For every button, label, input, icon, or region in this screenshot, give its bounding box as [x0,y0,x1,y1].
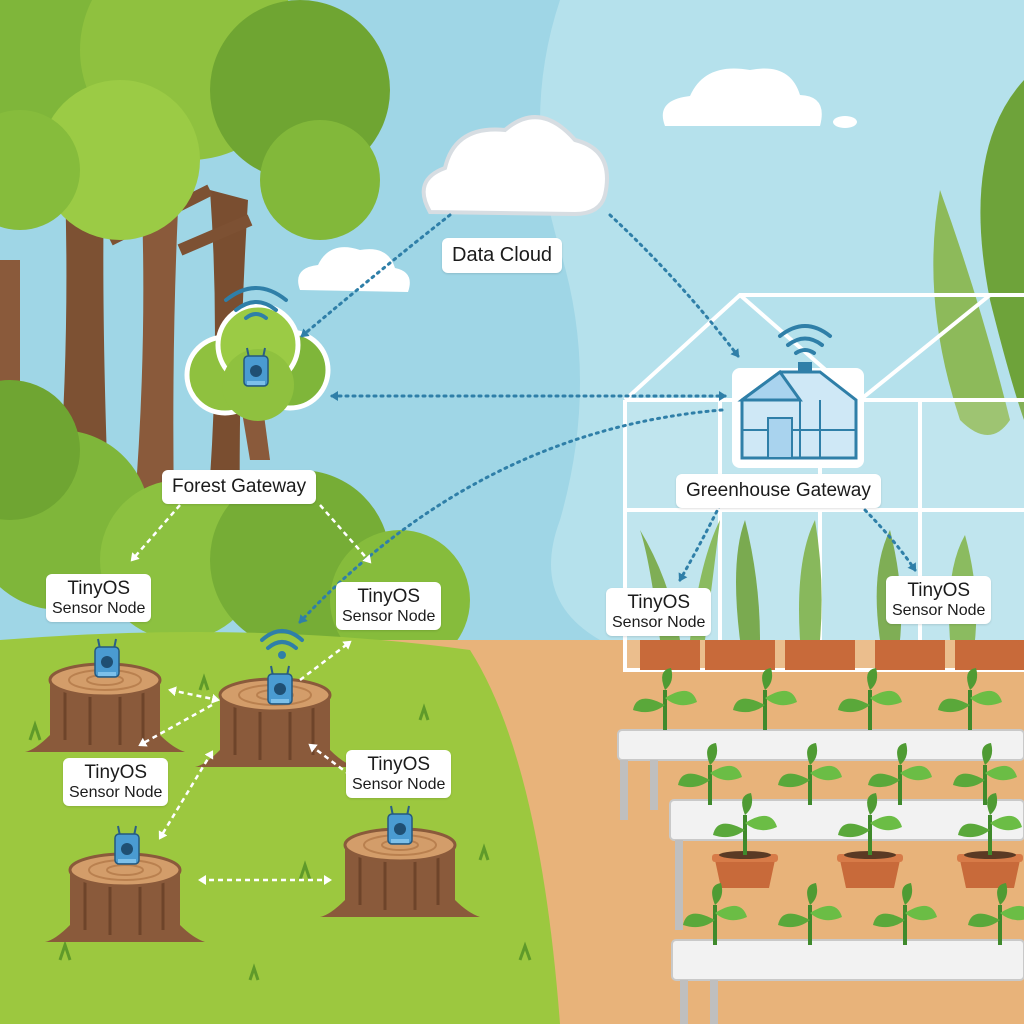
forest-gateway-label: Forest Gateway [162,470,316,504]
sensor-node-label: TinyOS Sensor Node [336,582,441,630]
node-title: TinyOS [69,762,162,784]
node-title: TinyOS [612,592,705,614]
node-subtitle: Sensor Node [69,784,162,802]
node-title: TinyOS [352,754,445,776]
greenhouse-icon [732,362,864,468]
node-subtitle: Sensor Node [892,602,985,620]
sensor-node-label: TinyOS Sensor Node [886,576,991,624]
sensor-node-label: TinyOS Sensor Node [346,750,451,798]
node-subtitle: Sensor Node [52,600,145,618]
node-subtitle: Sensor Node [352,776,445,794]
node-subtitle: Sensor Node [612,614,705,632]
sensor-node-label: TinyOS Sensor Node [46,574,151,622]
node-title: TinyOS [892,580,985,602]
node-title: TinyOS [342,586,435,608]
node-title: TinyOS [52,578,145,600]
greenhouse-gateway-label: Greenhouse Gateway [676,474,881,508]
sensor-node-label: TinyOS Sensor Node [63,758,168,806]
data-cloud-label: Data Cloud [442,238,562,273]
node-subtitle: Sensor Node [342,608,435,626]
sensor-node-label: TinyOS Sensor Node [606,588,711,636]
